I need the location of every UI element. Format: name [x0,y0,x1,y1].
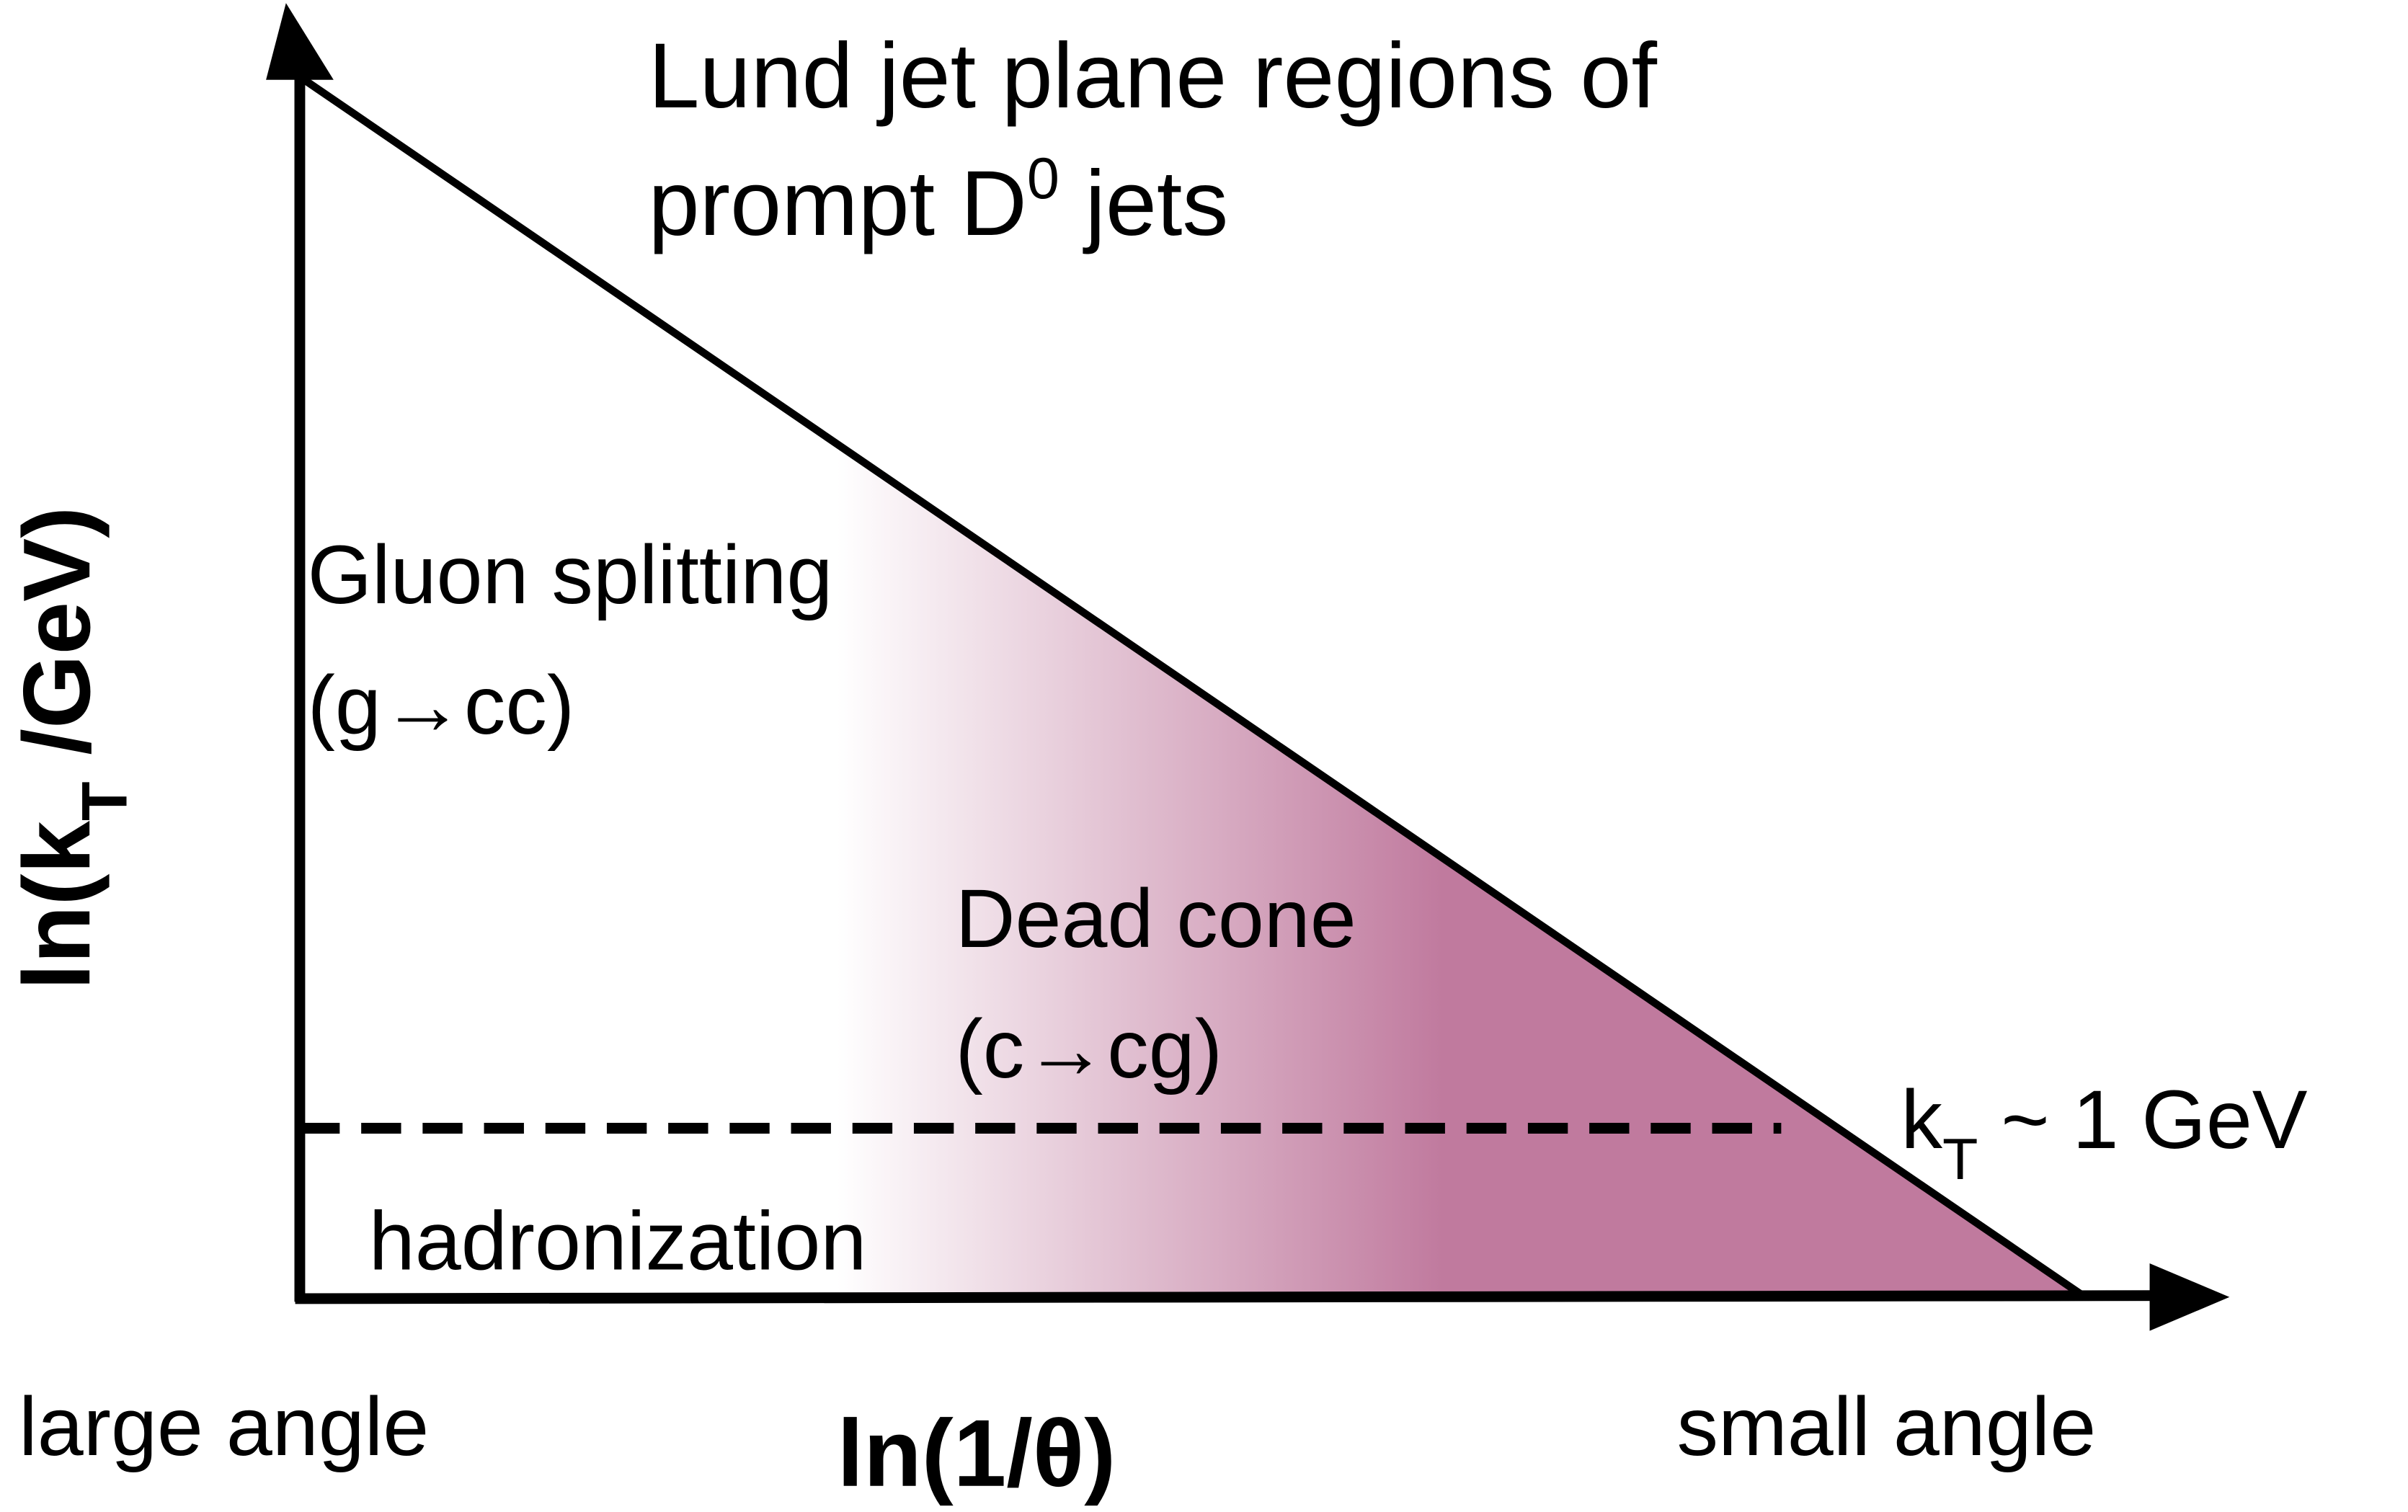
kt-threshold-label: kT ~ 1 GeV [1901,1074,2307,1192]
emission-boundary-line [297,74,2083,1297]
x-axis-label: ln(1/θ) [837,1400,1116,1506]
dead-cone-process: (c→cg) [955,1003,1222,1095]
y-axis-arrow-icon [266,3,334,80]
gluon-splitting-process: (g→cc) [308,659,575,752]
x-axis [295,1290,2165,1304]
x-axis-arrow-icon [2149,1263,2230,1331]
title-line-2: prompt D0 jets [648,146,1228,255]
x-axis-right-end-label: small angle [1677,1381,2097,1473]
hadronization-label: hadronization [369,1195,867,1287]
gluon-splitting-label: Gluon splitting [308,529,833,621]
title-line-1: Lund jet plane regions of [648,25,1657,128]
y-axis-label: ln(kT /GeV) [3,507,140,990]
dead-cone-label: Dead cone [955,873,1356,965]
x-axis-left-end-label: large angle [19,1381,429,1473]
